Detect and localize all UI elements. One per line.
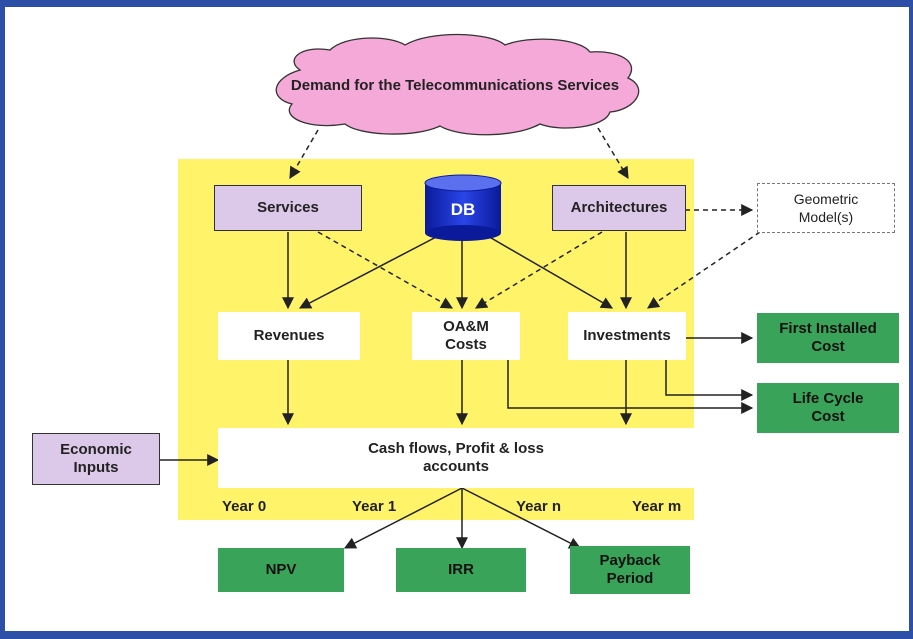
frame-bottom-border — [0, 631, 913, 639]
frame-left-border — [0, 0, 5, 639]
life-cycle-cost-label: Life Cycle Cost — [792, 390, 864, 425]
cash-flows-label: Cash flows, Profit & loss accounts — [368, 440, 544, 475]
db-label: DB — [450, 200, 476, 219]
architectures-label: Architectures — [570, 199, 668, 216]
life-cycle-cost-box: Life Cycle Cost — [757, 383, 899, 433]
year-0-label: Year 0 — [222, 498, 267, 515]
revenues-box: Revenues — [218, 312, 360, 360]
first-installed-cost-label: First Installed Cost — [779, 320, 877, 355]
cash-flows-box: Cash flows, Profit & loss accounts — [218, 428, 694, 488]
npv-box: NPV — [218, 548, 344, 592]
demand-cloud-shape — [275, 33, 640, 136]
economic-inputs-label: Economic Inputs — [60, 441, 132, 476]
irr-label: IRR — [448, 561, 474, 578]
first-installed-cost-box: First Installed Cost — [757, 313, 899, 363]
irr-box: IRR — [396, 548, 526, 592]
geometric-model-box: Geometric Model(s) — [757, 183, 895, 233]
year-m-label: Year m — [632, 498, 682, 515]
geometric-model-label: Geometric Model(s) — [793, 191, 859, 225]
investments-label: Investments — [583, 327, 671, 344]
services-label: Services — [257, 199, 319, 216]
oam-costs-box: OA&M Costs — [412, 312, 520, 360]
year-n-label: Year n — [516, 498, 562, 515]
oam-costs-label: OA&M Costs — [443, 318, 489, 353]
payback-period-label: Payback Period — [599, 552, 661, 587]
services-box: Services — [214, 185, 362, 231]
npv-label: NPV — [265, 561, 297, 578]
year-1-label: Year 1 — [352, 498, 397, 515]
frame-right-border — [909, 0, 913, 639]
architectures-box: Architectures — [552, 185, 686, 231]
db-cylinder — [424, 174, 502, 241]
economic-inputs-box: Economic Inputs — [32, 433, 160, 485]
frame-top-border — [0, 0, 913, 7]
payback-period-box: Payback Period — [570, 546, 690, 594]
revenues-label: Revenues — [253, 327, 325, 344]
demand-label: Demand for the Telecommunications Servic… — [290, 77, 620, 94]
investments-box: Investments — [568, 312, 686, 360]
